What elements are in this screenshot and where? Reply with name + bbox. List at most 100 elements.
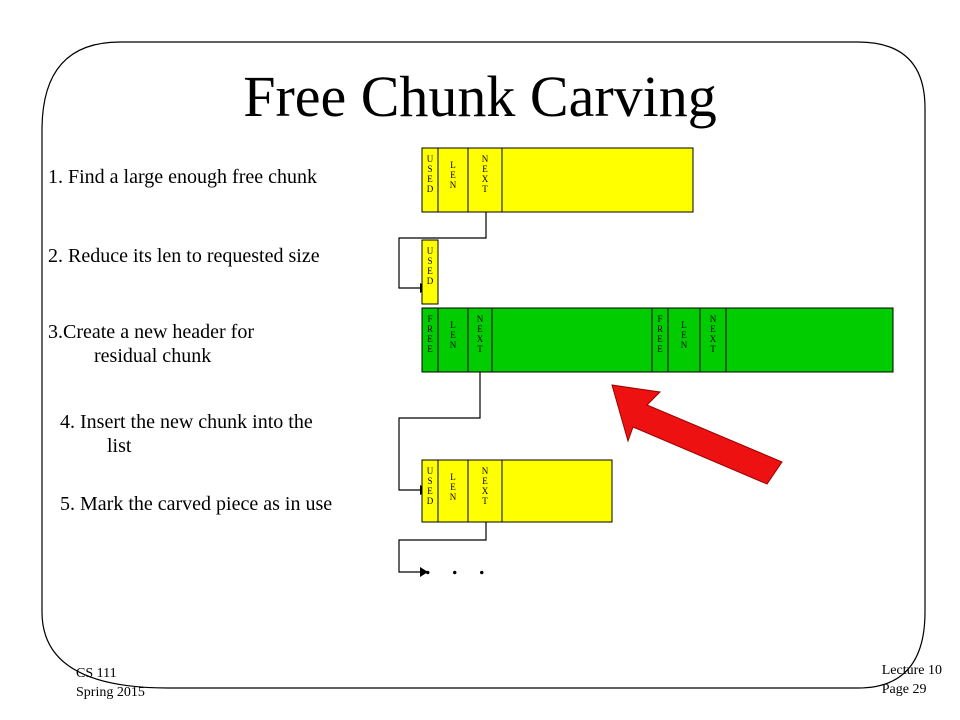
- field-letter: E: [427, 486, 433, 496]
- len-label: LEN: [681, 320, 688, 350]
- len-field: [667, 307, 701, 373]
- link-lines: [398, 212, 487, 573]
- link-line-3: [398, 522, 487, 573]
- used-field: [421, 239, 439, 305]
- next-field: [467, 147, 503, 213]
- field-letter: E: [427, 344, 433, 354]
- field-letter: L: [450, 472, 456, 482]
- field-letter: E: [427, 174, 433, 184]
- field-letter: N: [477, 314, 484, 324]
- next-field: [467, 459, 503, 523]
- field-letter: E: [710, 324, 716, 334]
- field-letter: L: [450, 320, 456, 330]
- field-letter: R: [657, 324, 663, 334]
- field-letter: X: [482, 174, 489, 184]
- step-text: 1. Find a large enough free chunk: [48, 166, 317, 188]
- next-field: [467, 307, 493, 373]
- field-letter: F: [657, 314, 662, 324]
- field-letter: T: [482, 496, 488, 506]
- step-3: 3.Create a new header for residual chunk: [48, 320, 254, 368]
- field-letter: X: [477, 334, 484, 344]
- field-letter: S: [427, 476, 432, 486]
- field-letter: U: [427, 246, 434, 256]
- ellipsis: . . .: [424, 548, 492, 581]
- field-letter: T: [710, 344, 716, 354]
- field-letter: E: [657, 344, 663, 354]
- field-letter: E: [482, 476, 488, 486]
- step-1: 1. Find a large enough free chunk: [48, 165, 317, 189]
- step-text-continued: residual chunk: [94, 345, 212, 367]
- term: Spring 2015: [76, 685, 145, 700]
- field-letter: S: [427, 256, 432, 266]
- step-text: 2. Reduce its len to requested size: [48, 245, 320, 267]
- field-letter: E: [427, 266, 433, 276]
- step-text: 4. Insert the new chunk into the: [60, 411, 313, 433]
- len-label: LEN: [450, 160, 457, 190]
- field-letter: E: [450, 482, 456, 492]
- field-letter: N: [482, 154, 489, 164]
- field-letter: N: [710, 314, 717, 324]
- field-letter: E: [477, 324, 483, 334]
- next-field: [699, 307, 727, 373]
- step-2: 2. Reduce its len to requested size: [48, 244, 320, 268]
- course-name: CS 111: [76, 666, 117, 681]
- lecture-number: Lecture 10: [881, 663, 942, 678]
- len-field: [437, 307, 469, 373]
- link-line-1: [398, 212, 487, 289]
- len-field: [437, 147, 469, 213]
- step-text: 5. Mark the carved piece as in use: [60, 493, 333, 515]
- arrowhead-3: [420, 567, 428, 577]
- footer-course: CS 111 Spring 2015: [76, 664, 145, 702]
- field-letter: X: [482, 486, 489, 496]
- field-letter: R: [427, 324, 433, 334]
- slide-title: Free Chunk Carving: [243, 64, 717, 129]
- field-letter: E: [681, 330, 687, 340]
- field-letter: T: [477, 344, 483, 354]
- field-letter: E: [482, 164, 488, 174]
- page-number: Page 29: [881, 682, 927, 697]
- step-text: 3.Create a new header for: [48, 321, 254, 343]
- field-letter: N: [450, 180, 457, 190]
- field-letter: T: [482, 184, 488, 194]
- len-label: LEN: [450, 472, 457, 502]
- field-letter: E: [657, 334, 663, 344]
- field-letter: D: [427, 276, 434, 286]
- field-letter: D: [427, 496, 434, 506]
- field-letter: E: [450, 170, 456, 180]
- step-4: 4. Insert the new chunk into the list: [60, 410, 313, 458]
- field-letter: S: [427, 164, 432, 174]
- field-letter: L: [681, 320, 687, 330]
- step-text-continued: list: [107, 435, 132, 457]
- len-label: LEN: [450, 320, 457, 350]
- field-letter: N: [450, 492, 457, 502]
- footer-page: Lecture 10 Page 29: [882, 661, 942, 699]
- field-letter: N: [681, 340, 688, 350]
- field-letter: N: [482, 466, 489, 476]
- field-letter: E: [427, 334, 433, 344]
- field-letter: E: [450, 330, 456, 340]
- field-letter: U: [427, 466, 434, 476]
- step-5: 5. Mark the carved piece as in use: [60, 492, 332, 516]
- field-letter: U: [427, 154, 434, 164]
- field-letter: D: [427, 184, 434, 194]
- field-letter: L: [450, 160, 456, 170]
- field-letter: X: [710, 334, 717, 344]
- field-letter: F: [427, 314, 432, 324]
- link-line-2: [398, 372, 481, 491]
- red-pointer-arrow: [611, 384, 783, 485]
